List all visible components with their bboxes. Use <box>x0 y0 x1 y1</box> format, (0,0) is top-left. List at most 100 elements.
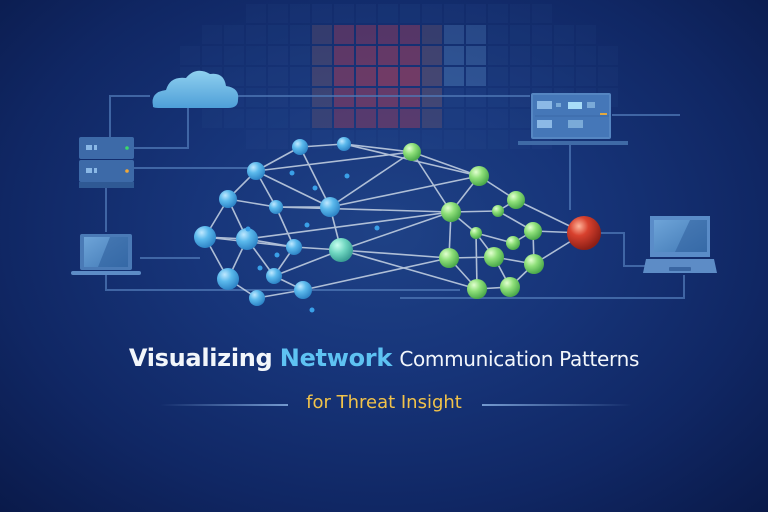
heatmap-cell <box>202 46 222 65</box>
packet-dot <box>309 307 315 313</box>
heatmap-cell <box>400 67 420 86</box>
wire <box>109 95 150 140</box>
packet-dot <box>289 170 295 176</box>
internal-node <box>219 190 237 208</box>
heatmap-cell <box>422 67 442 86</box>
heatmap-cell <box>378 4 398 23</box>
heatmap-cell <box>290 4 310 23</box>
heatmap-cell <box>356 25 376 44</box>
heatmap-cell <box>488 130 508 149</box>
heatmap-cell <box>422 130 442 149</box>
hub-node <box>329 238 353 262</box>
network-edge <box>299 146 331 208</box>
heatmap-cell <box>290 67 310 86</box>
heatmap-cell <box>488 4 508 23</box>
connection-wires <box>105 95 685 299</box>
external-node <box>469 166 489 186</box>
heatmap-cell <box>268 67 288 86</box>
heatmap-cell <box>422 109 442 128</box>
heatmap-cell <box>532 25 552 44</box>
heatmap-cell <box>510 109 530 128</box>
heatmap-cell <box>268 25 288 44</box>
heatmap-cell <box>224 109 244 128</box>
heatmap-cell <box>378 46 398 65</box>
heatmap-cell <box>224 46 244 65</box>
heatmap-cell <box>246 4 266 23</box>
network-edge <box>340 249 478 290</box>
packet-dot <box>374 225 380 231</box>
packet-dot <box>274 252 280 258</box>
external-node <box>506 236 520 250</box>
heatmap-cell <box>356 46 376 65</box>
heatmap-cell <box>312 130 332 149</box>
packet-dot <box>245 226 251 232</box>
heatmap-cell <box>444 130 464 149</box>
heatmap-cell <box>356 67 376 86</box>
network-edge <box>411 151 480 177</box>
heatmap-cell <box>466 4 486 23</box>
heatmap-cell <box>378 25 398 44</box>
heatmap-cell <box>290 46 310 65</box>
heatmap-cell <box>576 46 596 65</box>
heatmap-cell <box>246 46 266 65</box>
heatmap-cell <box>510 67 530 86</box>
heatmap-cell <box>576 25 596 44</box>
heatmap-cell <box>290 88 310 107</box>
internal-node <box>337 137 351 151</box>
status-led-orange <box>125 169 129 173</box>
heatmap-cell <box>444 46 464 65</box>
heatmap-cell <box>598 46 618 65</box>
heatmap-cell <box>466 67 486 86</box>
heatmap-cell <box>356 109 376 128</box>
internal-node <box>217 268 239 290</box>
external-node <box>441 202 461 222</box>
heatmap-cell <box>312 109 332 128</box>
external-node <box>524 222 542 240</box>
external-node <box>492 205 504 217</box>
heatmap-cell <box>554 67 574 86</box>
network-edge <box>246 211 452 240</box>
internal-node <box>266 268 282 284</box>
heatmap-cell <box>378 109 398 128</box>
external-node <box>524 254 544 274</box>
external-node <box>439 248 459 268</box>
network-edge <box>329 175 480 208</box>
heatmap-cell <box>356 4 376 23</box>
title: Visualizing Network Communication Patter… <box>0 344 768 372</box>
network-edge <box>340 249 450 259</box>
heatmap-cell <box>532 67 552 86</box>
heatmap-cell <box>510 25 530 44</box>
heatmap-cell <box>378 88 398 107</box>
heatmap-cell <box>488 67 508 86</box>
heatmap-cell <box>312 67 332 86</box>
heatmap-cell <box>334 67 354 86</box>
heatmap-cell <box>400 25 420 44</box>
external-node <box>403 143 421 161</box>
internal-node <box>249 290 265 306</box>
status-led-green <box>125 146 129 150</box>
heatmap-cell <box>290 25 310 44</box>
heatmap-cell <box>356 88 376 107</box>
packet-dot <box>344 173 350 179</box>
server-rack-icon <box>79 137 134 188</box>
heatmap-cell <box>268 88 288 107</box>
network-edge <box>343 143 413 153</box>
heatmap-cell <box>202 25 222 44</box>
heatmap-cell <box>466 130 486 149</box>
threat-node <box>567 216 601 250</box>
heatmap-cell <box>312 46 332 65</box>
heatmap-cell <box>444 88 464 107</box>
monitor-dashboard-icon <box>518 93 628 145</box>
network-edge <box>275 206 452 213</box>
heatmap-cell <box>400 4 420 23</box>
subtitle-rule-left <box>160 404 288 406</box>
internal-node <box>194 226 216 248</box>
heatmap-cell <box>488 109 508 128</box>
heatmap-cell <box>488 46 508 65</box>
title-accent-word: Network <box>279 344 393 372</box>
heatmap-cell <box>400 109 420 128</box>
heatmap-cell <box>400 88 420 107</box>
wire <box>134 106 189 149</box>
internal-node <box>320 197 340 217</box>
